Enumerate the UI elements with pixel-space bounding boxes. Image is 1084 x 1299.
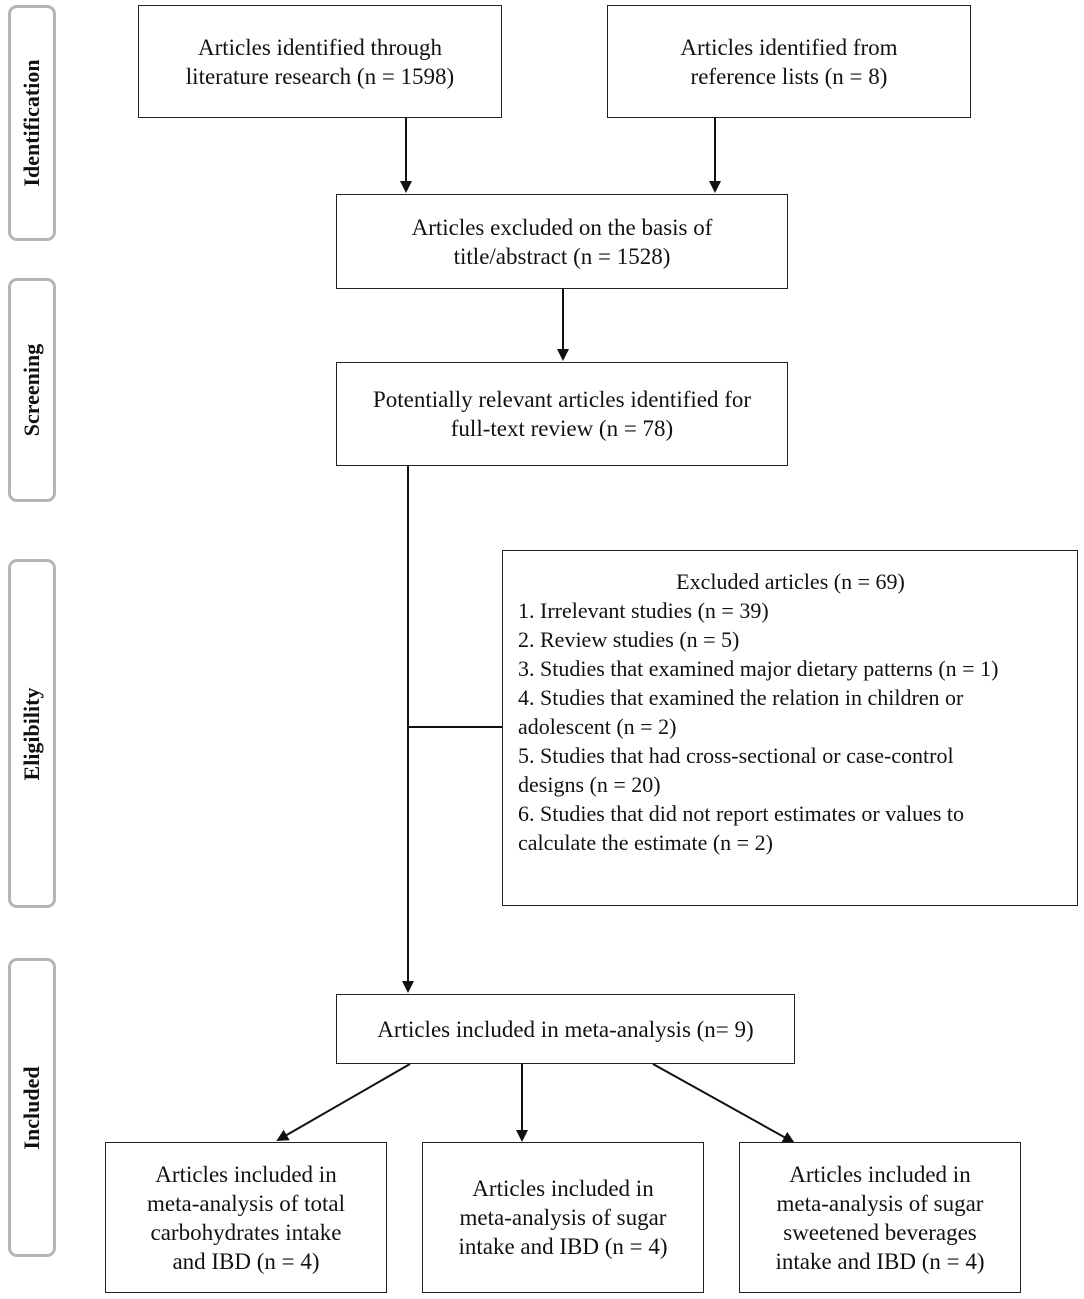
- stage-screening: Screening: [8, 278, 56, 502]
- excluded-title-line-1: Articles excluded on the basis of: [411, 214, 713, 240]
- excluded-item-1: 1. Irrelevant studies (n = 39): [518, 598, 769, 623]
- included-carbs-line-1: Articles included in: [155, 1161, 337, 1187]
- included-sugar-line-3: intake and IBD (n = 4): [458, 1234, 668, 1259]
- excluded-item-5: 5. Studies that had cross-sectional or c…: [518, 743, 954, 768]
- included-sugar-line-2: meta-analysis of sugar: [459, 1205, 667, 1230]
- included-ssb-line-4: intake and IBD (n = 4): [775, 1248, 985, 1274]
- included-sugar-line-1: Articles included in: [472, 1176, 654, 1201]
- excluded-item-2: 2. Review studies (n = 5): [518, 627, 740, 652]
- included-ssb-line-3: sweetened beverages: [783, 1219, 977, 1245]
- excluded-title-abstract-box: Articles excluded on the basis of title/…: [336, 194, 788, 289]
- included-ssb-box: Articles included in meta-analysis of su…: [739, 1142, 1021, 1293]
- excluded-articles-title: Excluded articles (n = 69): [676, 569, 905, 594]
- stage-eligibility: Eligibility: [8, 559, 56, 908]
- identified-reference-line-1: Articles identified from: [680, 34, 898, 60]
- identified-research-box: Articles identified through literature r…: [138, 5, 502, 118]
- potentially-relevant-line-2: full-text review (n = 78): [450, 416, 674, 441]
- stage-identification: Identification: [8, 5, 56, 241]
- potentially-relevant-box: Potentially relevant articles identified…: [336, 362, 788, 466]
- included-ssb-line-2: meta-analysis of sugar: [776, 1190, 984, 1216]
- excluded-item-5-cont: designs (n = 20): [518, 772, 661, 797]
- stage-included-label: Included: [19, 1065, 44, 1150]
- excluded-articles-box: Excluded articles (n = 69) 1. Irrelevant…: [502, 550, 1078, 906]
- excluded-item-6: 6. Studies that did not report estimates…: [518, 801, 965, 826]
- stage-identification-label: Identification: [19, 59, 44, 187]
- excluded-item-3: 3. Studies that examined major dietary p…: [518, 656, 999, 681]
- included-meta-line-1: Articles included in meta-analysis (n= 9…: [377, 1016, 754, 1042]
- excluded-title-line-2: title/abstract (n = 1528): [453, 243, 671, 269]
- included-carbs-line-2: meta-analysis of total: [147, 1190, 345, 1216]
- stage-included: Included: [8, 958, 56, 1257]
- stage-eligibility-label: Eligibility: [19, 687, 44, 780]
- excluded-item-4-cont: adolescent (n = 2): [518, 714, 677, 739]
- stage-screening-label: Screening: [19, 343, 44, 437]
- arrow-meta-to-ssb: [652, 1063, 795, 1143]
- arrow-meta-to-carbs: [276, 1063, 411, 1141]
- included-carbs-line-4: and IBD (n = 4): [172, 1248, 320, 1274]
- identified-reference-line-2: reference lists (n = 8): [690, 63, 888, 89]
- identified-reference-box: Articles identified from reference lists…: [607, 5, 971, 118]
- potentially-relevant-line-1: Potentially relevant articles identified…: [372, 387, 752, 412]
- excluded-item-4: 4. Studies that examined the relation in…: [518, 685, 964, 710]
- included-sugar-box: Articles included in meta-analysis of su…: [422, 1142, 704, 1293]
- included-ssb-line-1: Articles included in: [789, 1161, 971, 1187]
- identified-research-line-2: literature research (n = 1598): [185, 63, 455, 89]
- identified-research-line-1: Articles identified through: [198, 34, 442, 60]
- included-carbohydrates-box: Articles included in meta-analysis of to…: [105, 1142, 387, 1293]
- included-meta-analysis-box: Articles included in meta-analysis (n= 9…: [336, 994, 795, 1064]
- excluded-item-6-cont: calculate the estimate (n = 2): [518, 830, 773, 855]
- included-carbs-line-3: carbohydrates intake: [150, 1219, 342, 1245]
